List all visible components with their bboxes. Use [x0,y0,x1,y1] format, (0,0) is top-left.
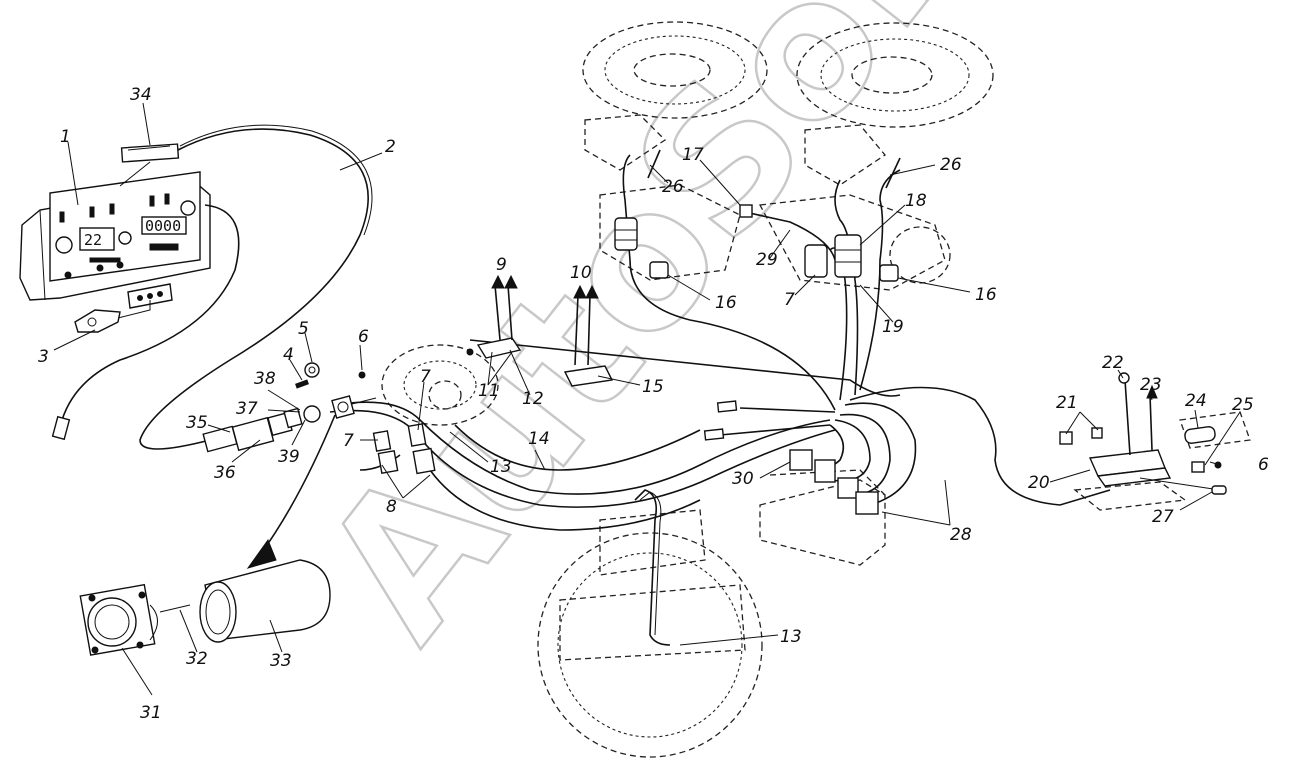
callout-22: 22 [1102,353,1124,373]
callout-36: 36 [214,463,236,483]
callout-7: 7 [343,431,354,451]
callout-6b: 6 [1258,455,1269,475]
connectors [79,149,1227,656]
right-display-readout: 0000 [145,217,181,235]
callout-7b: 7 [420,367,431,387]
callout-35: 35 [186,413,208,433]
callout-27: 27 [1152,507,1174,527]
callout-14: 14 [528,429,550,449]
callout-19: 19 [882,317,904,337]
callout-34: 34 [130,85,152,105]
callout-7c: 7 [784,290,795,310]
callout-38: 38 [254,369,276,389]
callout-10: 10 [570,263,592,283]
callout-9: 9 [496,255,507,275]
watermark-text: AutoSoft [281,0,1037,678]
callout-28: 28 [950,525,972,545]
right-display [141,216,187,235]
callout-39: 39 [278,447,300,467]
callout-32: 32 [186,649,208,669]
callout-37: 37 [236,399,258,419]
callout-30: 30 [732,469,754,489]
callout-5: 5 [298,319,309,339]
callout-11: 11 [478,381,500,401]
callout-15: 15 [642,377,664,397]
dial-knob-icon [55,236,73,254]
sensor-34 [120,143,180,163]
callout-16: 16 [715,293,737,313]
callout-25: 25 [1232,395,1254,415]
dial-knob-icon [180,200,196,216]
callout-1: 1 [60,127,71,147]
callout-26b: 26 [940,155,962,175]
callout-31: 31 [140,703,162,723]
callout-16b: 16 [975,285,997,305]
callout-4: 4 [283,345,294,365]
callout-26: 26 [662,177,684,197]
callout-24: 24 [1185,391,1207,411]
callout-2: 2 [385,137,396,157]
callout-13: 13 [490,457,512,477]
callout-20: 20 [1028,473,1050,493]
callout-3: 3 [38,347,49,367]
left-display-readout: 22 [84,231,102,249]
callout-labels: 1 2 3 4 5 6 6 7 7 7 8 9 10 11 12 13 13 1… [38,85,1269,723]
callout-13b: 13 [780,627,802,647]
background-outlines [381,21,1251,758]
callout-29: 29 [756,250,778,270]
callout-18: 18 [905,191,927,211]
left-display [79,227,115,251]
callout-21: 21 [1056,393,1078,413]
callout-33: 33 [270,651,292,671]
ring-5 [304,362,320,378]
callout-23: 23 [1140,375,1162,395]
watermark: AutoSoft [280,0,1038,679]
callout-17: 17 [682,145,704,165]
leader-lines [53,102,1241,696]
callout-8: 8 [386,497,397,517]
callout-6: 6 [358,327,369,347]
callout-12: 12 [522,389,544,409]
dial-knob-icon [118,231,132,245]
control-panel: 22 0000 [19,143,211,333]
